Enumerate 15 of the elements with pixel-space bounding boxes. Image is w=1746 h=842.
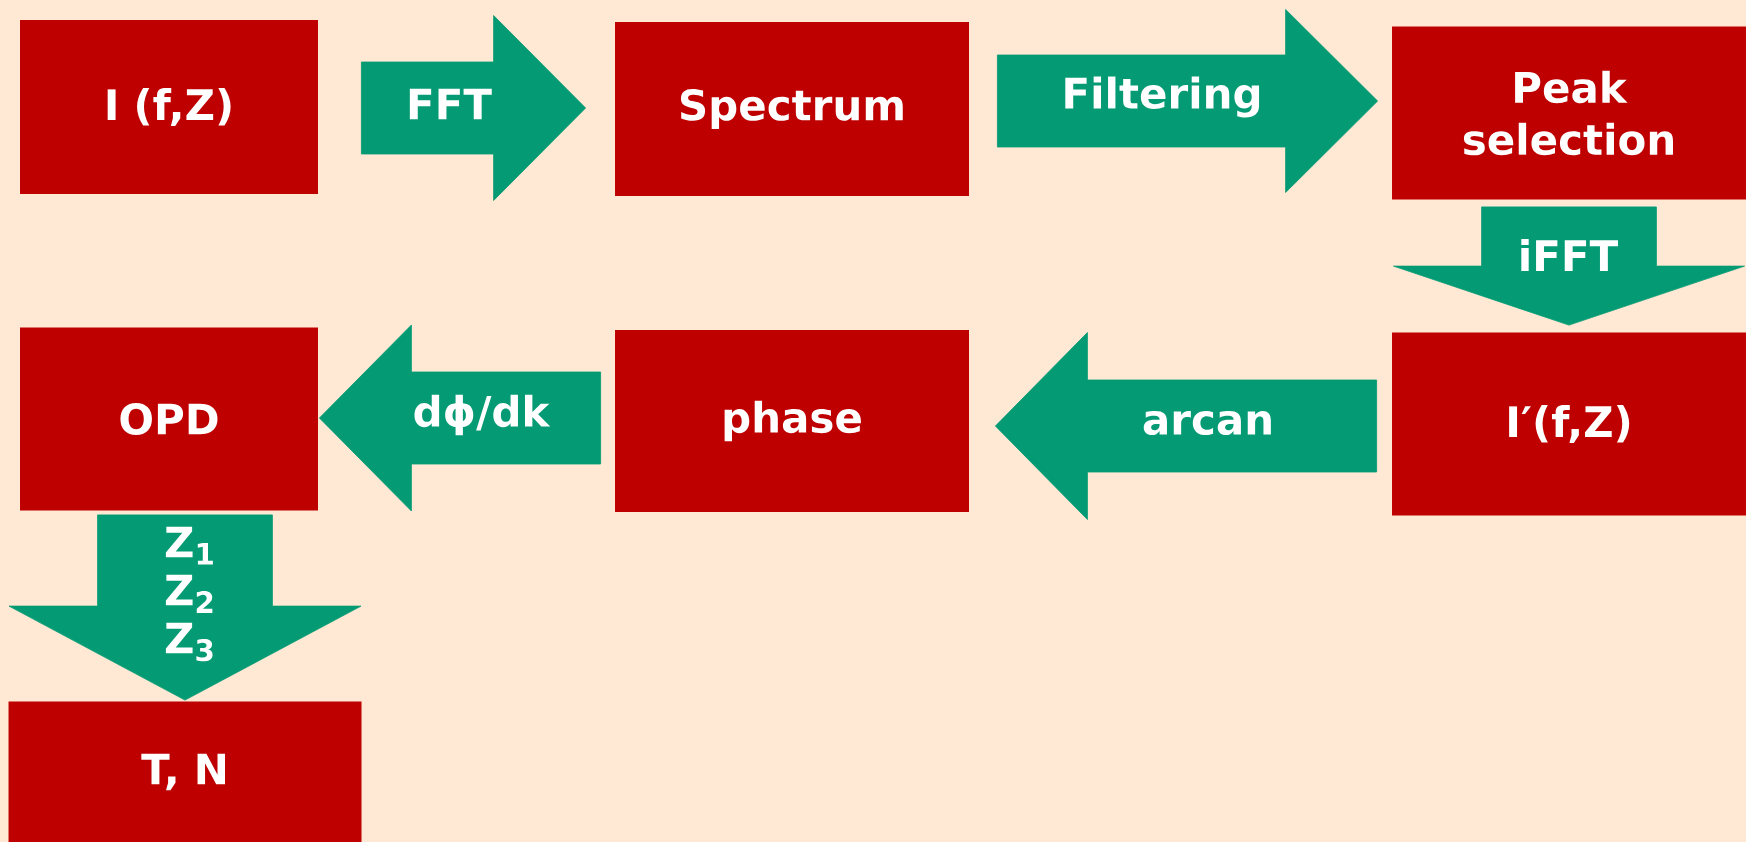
edge-label: iFFT: [1515, 237, 1621, 273]
process-box: I′(f,Z): [1392, 332, 1746, 516]
edge-label: Filtering: [1059, 74, 1265, 120]
process-box: Peak selection: [1392, 26, 1746, 200]
process-box: Spectrum: [615, 22, 969, 196]
process-box: phase: [615, 330, 969, 512]
process-box: T, N: [8, 701, 362, 842]
process-box: OPD: [20, 327, 318, 511]
block-arrow: [361, 15, 586, 201]
edge-label: FFT: [404, 86, 495, 122]
process-box: I (f,Z): [20, 20, 318, 194]
block-arrow: [995, 332, 1377, 520]
edge-label: Z$_{1}$ Z$_{2}$ Z$_{3}$: [162, 524, 213, 664]
edge-label: dϕ/dk: [410, 392, 552, 438]
edge-label: arcan: [1139, 408, 1277, 438]
